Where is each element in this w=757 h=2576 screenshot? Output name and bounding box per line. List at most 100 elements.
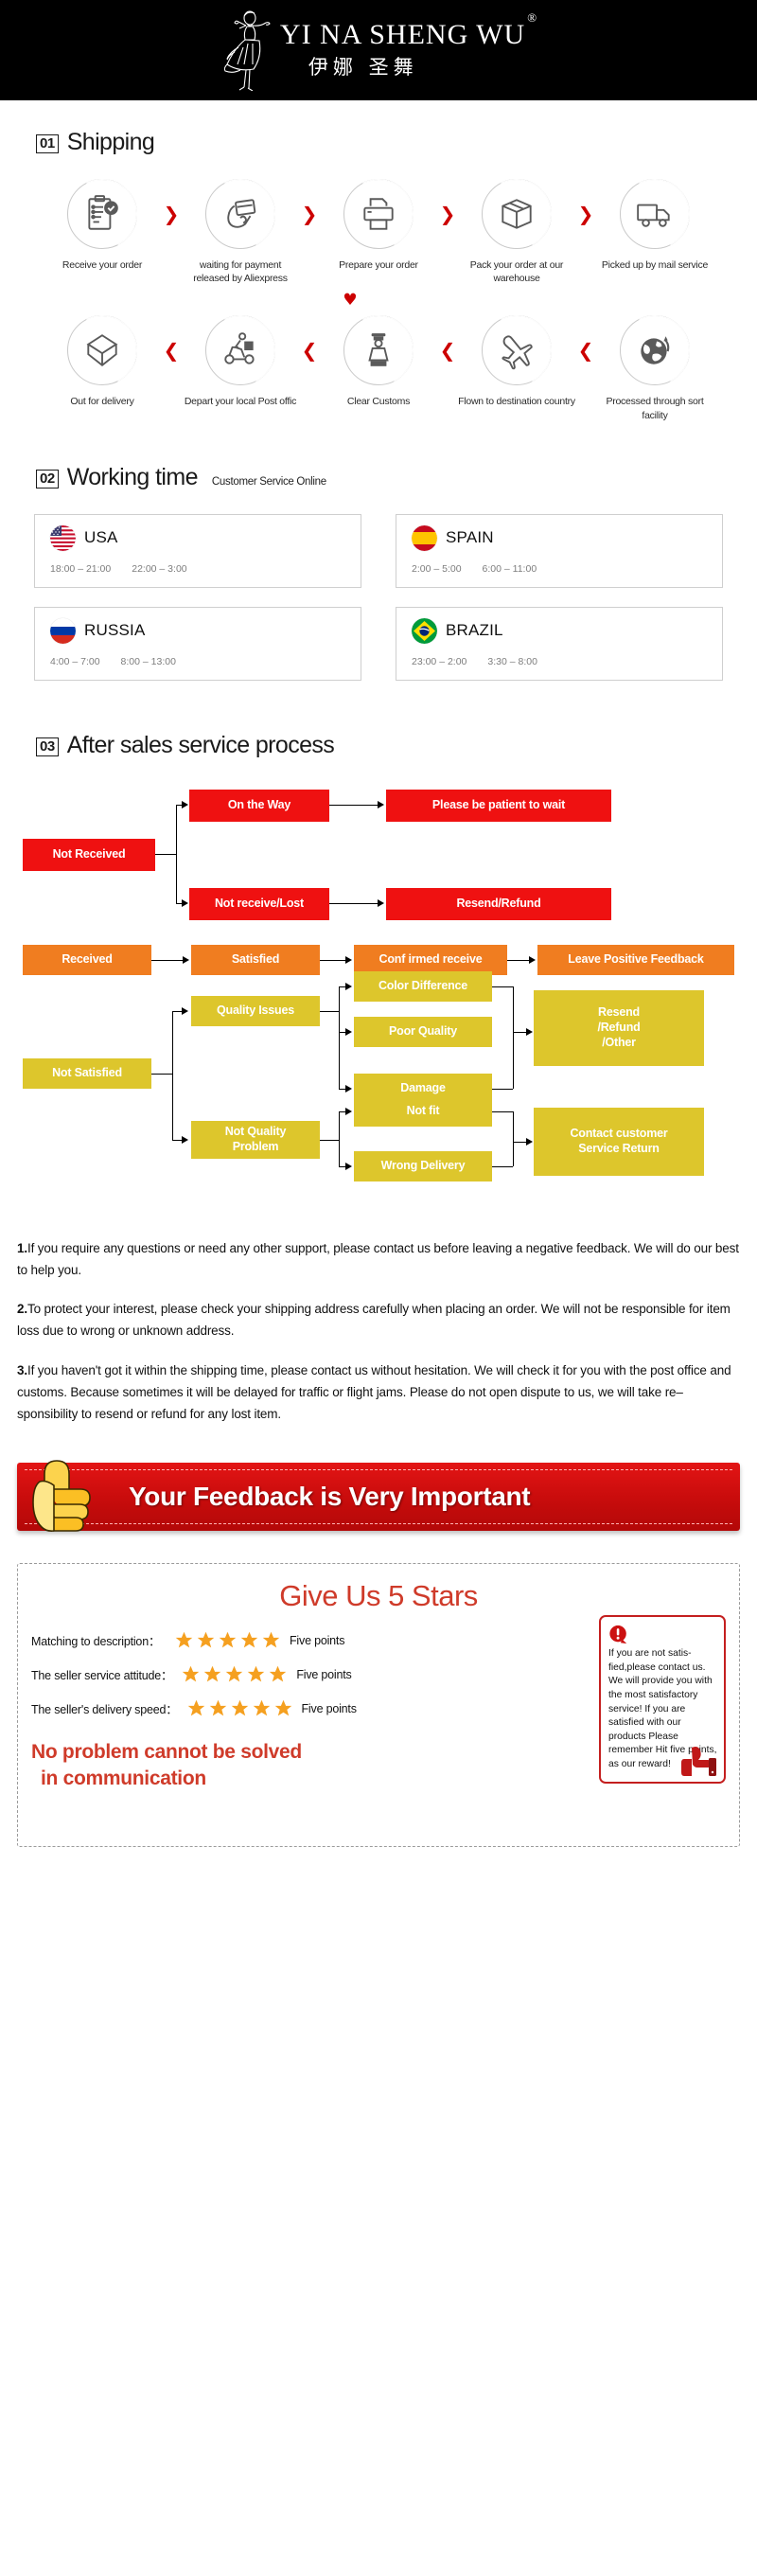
shipping-section-number: 01 [36,134,59,154]
step-icon-circle [620,315,690,386]
note-text: If you haven't got it within the shippin… [17,1362,731,1421]
hours-slot: 22:00 – 3:00 [132,562,187,575]
brand-name-cn: 伊娜 圣舞 [308,56,418,80]
globe-icon [641,336,670,365]
shipping-step: Out for delivery [44,315,161,408]
airplane-icon [502,335,533,370]
flow-arrowhead [345,1084,352,1093]
registered-mark: ® [527,9,538,25]
star-icon [226,1665,243,1682]
shipping-step: Processed through sort facility [596,315,713,421]
flow-arrowhead [345,1107,352,1115]
flowchart-not-received: Not Received On the Way Please be patien… [0,784,757,928]
flow-arrowhead [345,1162,352,1170]
brand-en-text: YI NA SHENG WU [279,18,526,50]
flow-connector [320,959,345,962]
flow-arrowhead [345,1027,352,1036]
hours-slot: 2:00 – 5:00 [412,562,462,575]
flow-arrowhead [182,1006,188,1015]
thumbs-up-icon [32,1460,91,1533]
rating-row: Matching to description： Five points [31,1630,726,1650]
flag-spain-icon [412,524,437,551]
star-icon [197,1631,215,1648]
step-icon-circle [67,179,137,249]
shipping-section-title: Shipping [66,129,155,155]
policy-note: 2.To protect your interest, please check… [17,1298,740,1341]
feedback-banner: Your Feedback is Very Important [17,1457,740,1538]
step-icon-circle [205,179,275,249]
flow-node-be-patient: Please be patient to wait [386,789,611,822]
after-sales-section-number: 03 [36,737,59,756]
step-icon-circle [343,315,414,386]
flowchart-received: Received Satisfied Conf irmed receive Le… [0,944,757,1205]
timezone-card-header: USA [50,524,345,551]
chevron-left-icon: ❮ [301,339,318,363]
flow-connector [492,1110,513,1113]
star-rating [174,1630,281,1650]
flow-node-color-difference: Color Difference [354,970,492,1002]
star-icon [204,1665,221,1682]
timezone-card-russia: RUSSIA 4:00 – 7:00 8:00 – 13:00 [34,606,361,681]
step-icon-circle [343,179,414,249]
flow-connector [151,1073,172,1075]
star-icon [262,1631,280,1648]
flow-connector [320,1139,339,1142]
step-label: Flown to destination country [458,396,575,408]
flow-connector [172,1010,183,1013]
chevron-right-icon: ❯ [163,203,180,225]
note-text: To protect your interest, please check y… [17,1302,731,1339]
after-sales-section-title: After sales service process [66,731,335,758]
flow-connector [320,1010,339,1013]
step-icon-circle [482,179,552,249]
step-label: Clear Customs [346,396,411,408]
flow-arrowhead [345,955,352,964]
flow-node-confirmed-receive: Conf irmed receive [354,944,507,975]
flow-connector [339,1110,341,1166]
dancing-woman-logo [223,10,271,91]
flow-arrowhead [182,800,188,808]
country-name: SPAIN [446,528,494,547]
flow-arrowhead [182,898,188,907]
step-icon-circle [620,179,690,249]
flow-node-not-received: Not Received [23,838,155,871]
step-label: Out for delivery [70,396,134,408]
working-section-subtitle: Customer Service Online [211,475,326,488]
flow-connector [172,1010,174,1140]
flag-russia-icon [50,617,76,644]
timezone-grid: USA 18:00 – 21:00 22:00 – 3:00 [0,491,757,681]
star-rating [186,1698,293,1718]
shipping-step: Picked up by mail service [596,179,713,272]
step-icon-circle [67,315,137,386]
star-icon [175,1631,193,1648]
flow-node-quality-issues: Quality Issues [191,995,320,1026]
shipping-heading: 01 Shipping [0,129,757,156]
shipping-step: Prepare your order [320,179,437,272]
slogan-text: No problem cannot be solved in communica… [31,1739,726,1791]
hours-slot: 6:00 – 11:00 [482,562,537,575]
flow-node-resend-refund-other: Resend /Refund /Other [534,989,704,1066]
star-icon [187,1699,204,1716]
warning-callout: If you are not satis-fied,please contact… [599,1615,726,1784]
working-hours: 18:00 – 21:00 22:00 – 3:00 [50,563,345,575]
rating-label: The seller service attitude： [31,1669,173,1683]
policy-note: 3.If you haven't got it within the shipp… [17,1359,740,1426]
flow-connector [513,1141,526,1144]
timezone-card-header: RUSSIA [50,617,345,644]
step-label: waiting for payment released by Aliexpre… [193,259,288,285]
flow-connector [492,1088,513,1091]
after-sales-heading: 03 After sales service process [0,732,757,759]
step-label: Receive your order [62,259,143,271]
flow-connector [492,986,513,988]
working-time-heading: 02 Working time Customer Service Online [0,464,757,491]
shipping-step: Depart your local Post offic [182,315,299,408]
flow-connector [329,804,378,807]
flow-connector [339,1165,345,1168]
flow-connector [329,902,378,905]
flow-arrowhead [526,1027,533,1036]
flow-connector [339,986,341,1089]
flow-node-on-the-way: On the Way [189,789,329,822]
slogan-line: in communication [41,1767,206,1789]
note-number: 3. [17,1362,27,1377]
working-hours: 2:00 – 5:00 6:00 – 11:00 [412,563,707,575]
flow-node-received: Received [23,944,151,975]
